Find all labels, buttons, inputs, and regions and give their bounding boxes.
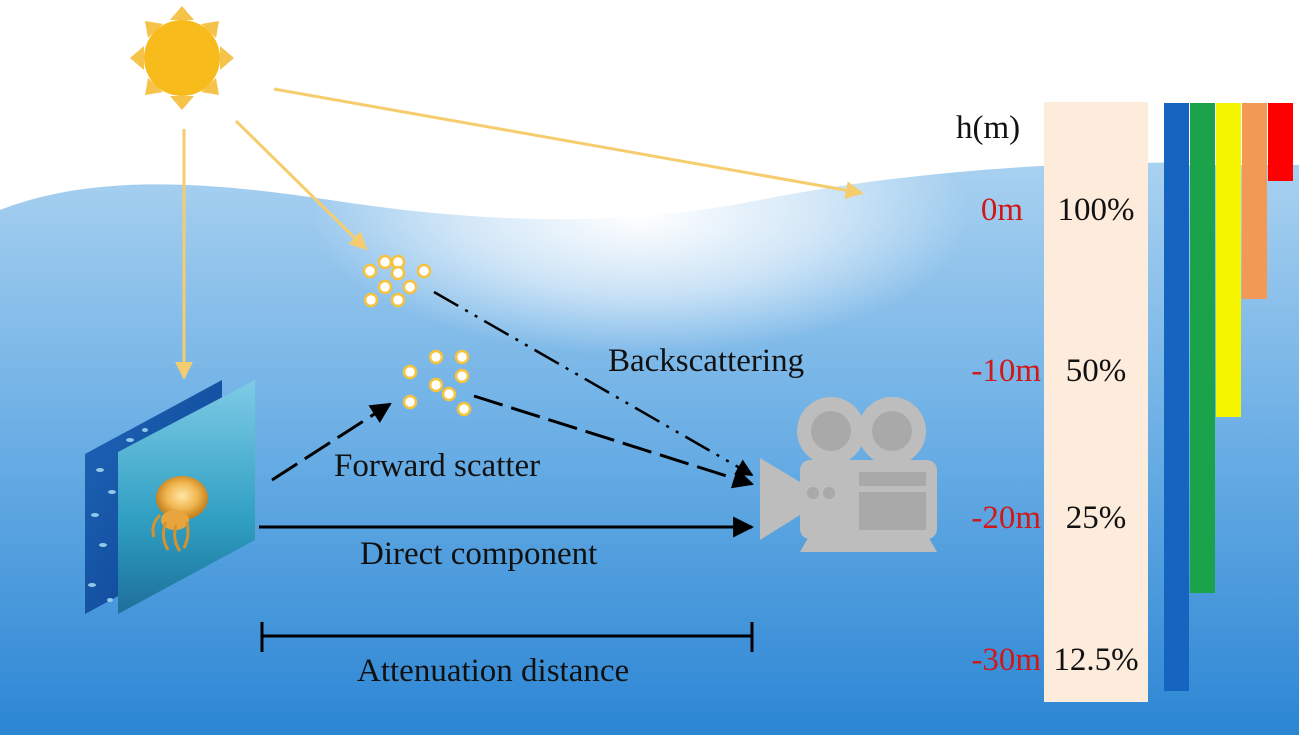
backscattering-label: Backscattering bbox=[608, 343, 804, 379]
particle-cluster-top bbox=[362, 254, 432, 308]
light-bar-1 bbox=[1190, 103, 1215, 593]
depth-header: h(m) bbox=[956, 110, 1020, 146]
depth-label-0: 0m bbox=[981, 192, 1024, 228]
attenuation-bracket bbox=[260, 622, 754, 652]
particle-cluster-bottom bbox=[402, 349, 472, 417]
direct-component-label: Direct component bbox=[360, 536, 597, 572]
percent-label-0: 100% bbox=[1058, 192, 1135, 228]
forward-scatter-label: Forward scatter bbox=[334, 448, 540, 484]
light-bar-0 bbox=[1164, 103, 1189, 691]
percent-label-2: 25% bbox=[1066, 500, 1127, 536]
light-bar-3 bbox=[1242, 103, 1267, 299]
light-ray-particles bbox=[234, 119, 368, 251]
camera-icon bbox=[760, 397, 937, 552]
depth-label-2: -20m bbox=[971, 500, 1041, 536]
attenuation-distance-label: Attenuation distance bbox=[357, 653, 629, 689]
light-penetration-bars bbox=[1164, 103, 1293, 691]
scattered-path-arrow bbox=[473, 394, 755, 489]
percent-label-1: 50% bbox=[1066, 353, 1127, 389]
surface-glow bbox=[310, 75, 970, 355]
light-bar-2 bbox=[1216, 103, 1241, 417]
depth-label-3: -30m bbox=[971, 642, 1041, 678]
light-bar-4 bbox=[1268, 103, 1293, 181]
light-ray-surface bbox=[273, 87, 864, 200]
depth-label-1: -10m bbox=[971, 353, 1041, 389]
jellyfish-photo bbox=[85, 380, 255, 614]
sun-icon bbox=[130, 6, 234, 110]
percent-label-3: 12.5% bbox=[1053, 642, 1138, 678]
depth-table-bg bbox=[1044, 102, 1148, 702]
backscatter-path-arrow bbox=[433, 290, 754, 477]
forward-scatter-arrow bbox=[271, 402, 392, 482]
jellyfish-icon bbox=[151, 476, 208, 552]
